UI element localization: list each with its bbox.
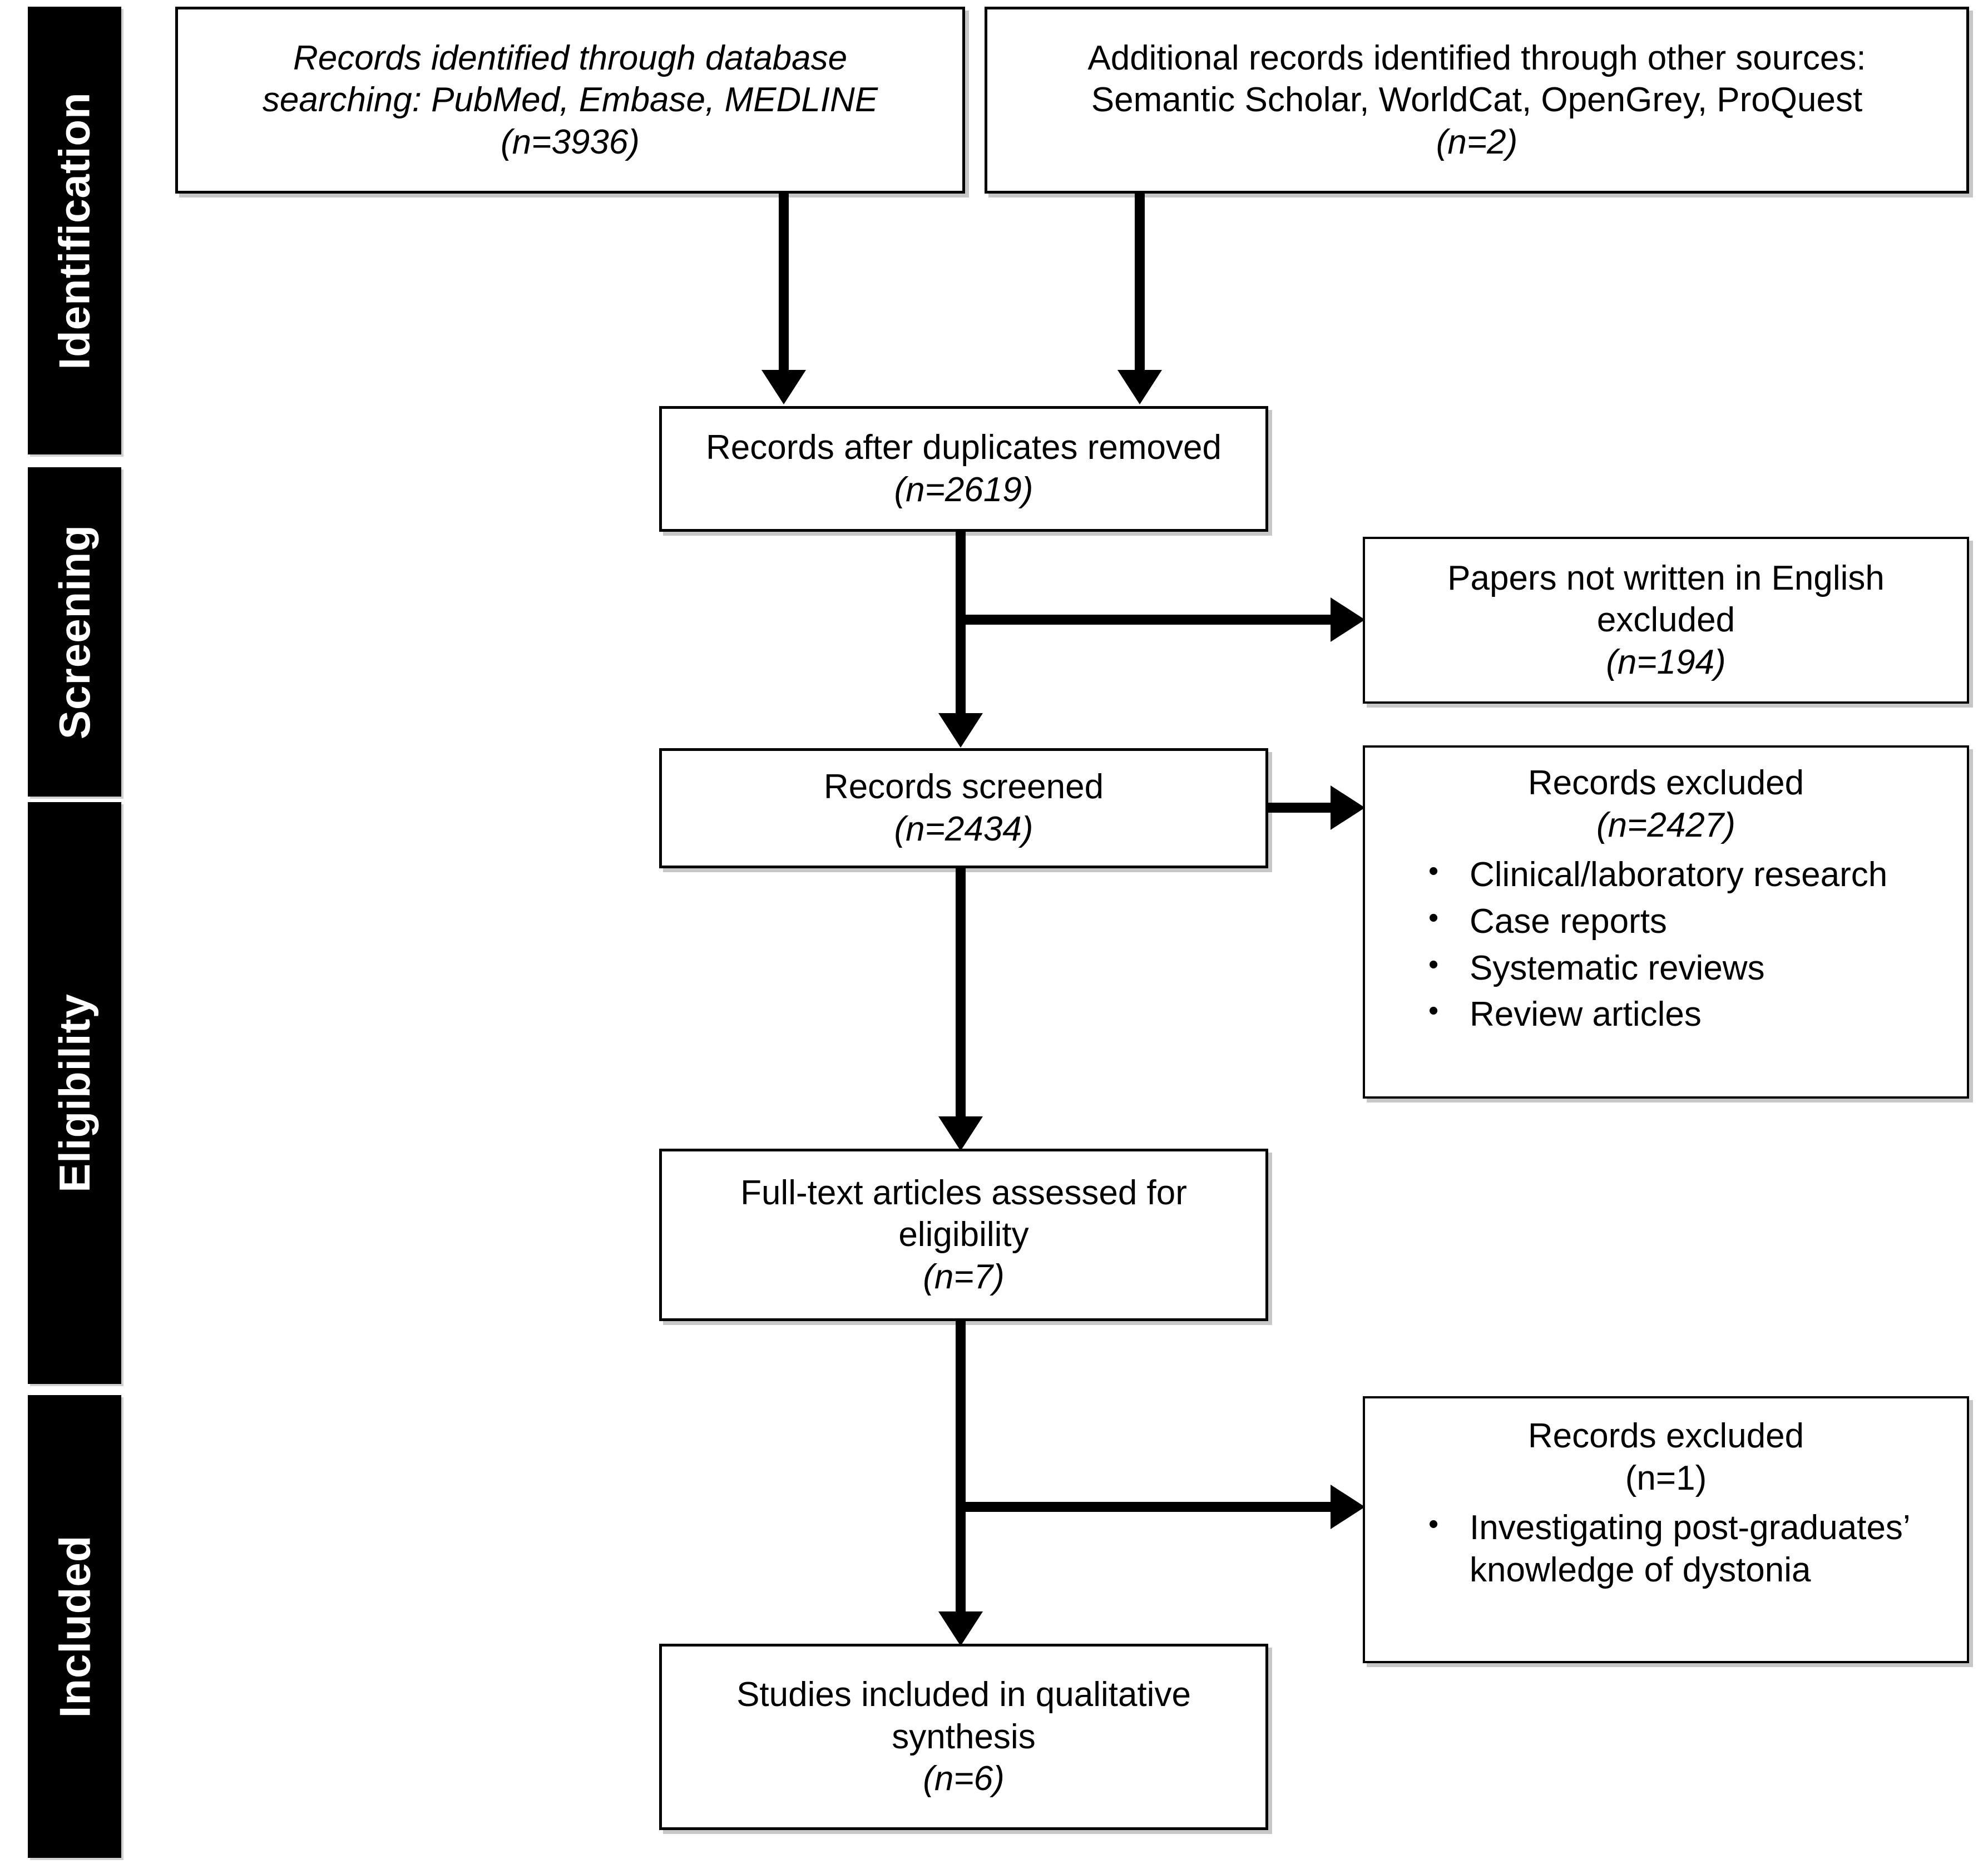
arrowhead-branch-to-records-excluded-eligibility — [1331, 1485, 1365, 1529]
arrowhead-duplicates-to-screened — [938, 713, 983, 748]
arrowhead-screened-to-records-excluded — [1331, 785, 1365, 830]
stage-label-screening: Screening — [50, 524, 100, 740]
box-duplicates-removed-count: (n=2619) — [894, 471, 1033, 509]
box-records-excluded-screening: Records excluded (n=2427) Clinical/labor… — [1363, 745, 1969, 1099]
stage-label-included: Included — [50, 1535, 99, 1718]
arrowhead-db-search-to-duplicates — [761, 370, 806, 404]
box-other-sources-line1: Additional records identified through ot… — [1087, 38, 1866, 77]
box-records-excluded-eligibility: Records excluded (n=1) Investigating pos… — [1363, 1396, 1969, 1663]
stage-bar-screening: Screening — [28, 467, 121, 797]
connector-eligibility-branch-to-records-excluded — [956, 1502, 1334, 1512]
list-item: Investigating post-graduates’ knowledge … — [1423, 1506, 1952, 1591]
stage-label-eligibility: Eligibility — [50, 993, 100, 1193]
box-other-sources-count: (n=2) — [1436, 122, 1518, 161]
box-other-sources: Additional records identified through ot… — [985, 7, 1969, 194]
box-records-excluded-screening-reasons: Clinical/laboratory research Case report… — [1379, 849, 1952, 1036]
arrowhead-other-sources-to-duplicates — [1117, 370, 1162, 404]
connector-fulltext-to-studies-included — [956, 1321, 966, 1615]
box-fulltext-assessed-line1: Full-text articles assessed for — [740, 1173, 1187, 1212]
box-records-screened: Records screened (n=2434) — [659, 748, 1268, 868]
box-not-english-excluded: Papers not written in English excluded (… — [1363, 537, 1969, 704]
box-not-english-excluded-count: (n=194) — [1606, 642, 1726, 681]
list-item: Case reports — [1423, 899, 1952, 943]
list-item: Systematic reviews — [1423, 946, 1952, 990]
arrowhead-branch-to-not-english — [1331, 597, 1365, 642]
box-database-search-line2: searching: PubMed, Embase, MEDLINE — [262, 81, 878, 120]
box-fulltext-assessed-line2: eligibility — [898, 1215, 1029, 1254]
connector-other-sources-to-duplicates — [1135, 194, 1145, 372]
box-studies-included: Studies included in qualitative synthesi… — [659, 1644, 1268, 1830]
box-studies-included-count: (n=6) — [923, 1759, 1005, 1798]
box-other-sources-line2: Semantic Scholar, WorldCat, OpenGrey, Pr… — [1091, 81, 1863, 120]
box-fulltext-assessed: Full-text articles assessed for eligibil… — [659, 1149, 1268, 1321]
box-records-screened-line1: Records screened — [823, 768, 1104, 807]
box-database-search-line1: Records identified through database — [293, 38, 848, 77]
box-duplicates-removed: Records after duplicates removed (n=2619… — [659, 406, 1268, 532]
box-studies-included-line2: synthesis — [892, 1717, 1036, 1756]
box-database-search: Records identified through database sear… — [175, 7, 965, 194]
box-not-english-excluded-line2: excluded — [1596, 601, 1735, 640]
box-records-excluded-eligibility-line1: Records excluded — [1527, 1417, 1804, 1455]
list-item: Review articles — [1423, 992, 1952, 1036]
connector-screened-to-fulltext — [956, 868, 966, 1119]
stage-bar-eligibility: Eligibility — [28, 802, 121, 1384]
box-records-excluded-eligibility-reasons: Investigating post-graduates’ knowledge … — [1379, 1502, 1952, 1591]
connector-screened-to-records-excluded — [1268, 803, 1334, 813]
box-records-excluded-screening-count: (n=2427) — [1596, 805, 1735, 844]
box-database-search-count: (n=3936) — [501, 122, 640, 161]
connector-db-search-to-duplicates — [779, 194, 789, 372]
box-not-english-excluded-line1: Papers not written in English — [1447, 558, 1885, 597]
box-records-screened-count: (n=2434) — [894, 810, 1033, 848]
box-studies-included-line1: Studies included in qualitative — [736, 1675, 1191, 1714]
box-records-excluded-screening-line1: Records excluded — [1527, 764, 1804, 802]
stage-label-identification: Identification — [50, 91, 99, 370]
box-records-excluded-eligibility-count: (n=1) — [1625, 1458, 1707, 1497]
arrowhead-fulltext-to-studies-included — [938, 1611, 983, 1646]
connector-screening-branch-to-not-english — [956, 615, 1334, 625]
arrowhead-screened-to-fulltext — [938, 1116, 983, 1151]
box-duplicates-removed-line1: Records after duplicates removed — [705, 428, 1222, 467]
stage-bar-included: Included — [28, 1395, 121, 1858]
list-item: Clinical/laboratory research — [1423, 853, 1952, 896]
box-fulltext-assessed-count: (n=7) — [923, 1257, 1005, 1296]
stage-bar-identification: Identification — [28, 7, 121, 454]
